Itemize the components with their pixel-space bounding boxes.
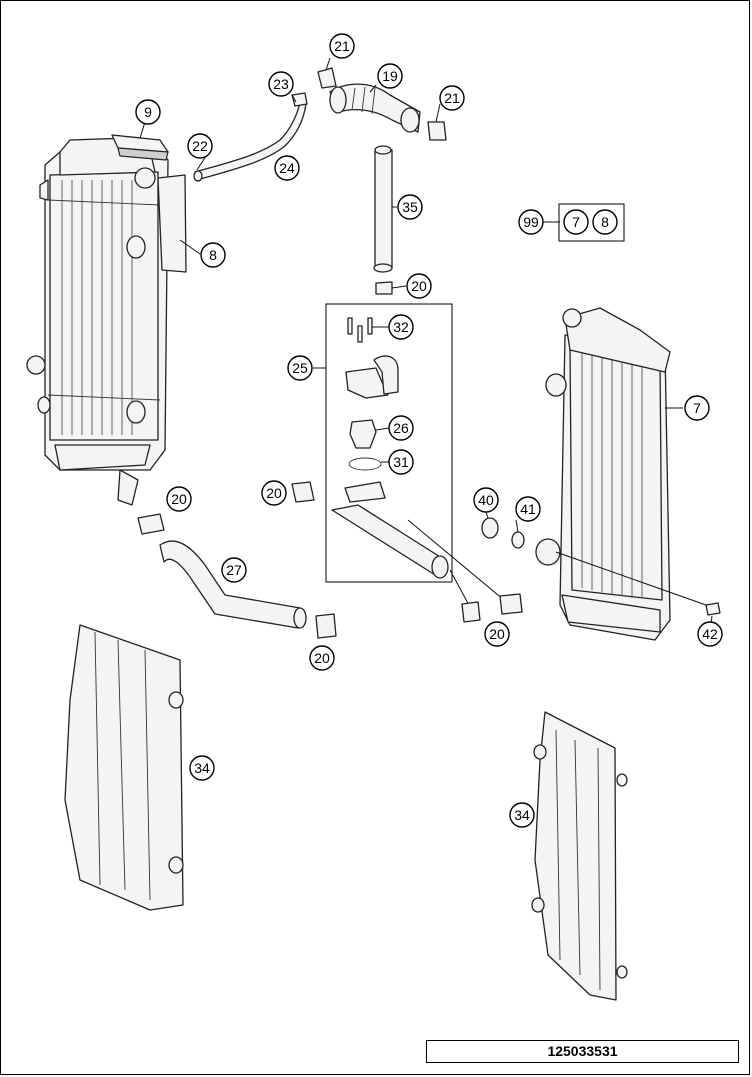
callout-22: 22 [187, 133, 213, 159]
thermostat [349, 419, 377, 449]
callout-21-right: 21 [439, 85, 465, 111]
radiator-cap [111, 134, 169, 161]
callout-25: 25 [287, 355, 313, 381]
svg-text:21: 21 [444, 90, 460, 106]
document-number: 125033531 [426, 1040, 739, 1063]
callout-27: 27 [221, 557, 247, 583]
hose-clamp-pipe [375, 281, 393, 295]
callout-20-box-right: 20 [484, 621, 510, 647]
callout-23: 23 [268, 71, 294, 97]
radiator-sticker [157, 174, 187, 273]
callout-20-bottom: 20 [309, 645, 335, 671]
svg-text:40: 40 [478, 492, 494, 508]
svg-text:19: 19 [382, 68, 398, 84]
connector-lines [407, 519, 511, 608]
callout-42: 42 [697, 621, 723, 647]
callout-20-pipe: 20 [406, 273, 432, 299]
thermostat-housing [345, 355, 399, 399]
callout-20-left: 20 [166, 486, 192, 512]
svg-text:20: 20 [489, 626, 505, 642]
radiator-shroud-left [64, 624, 184, 911]
callout-34-right: 34 [509, 802, 535, 828]
callout-8-left: 8 [200, 242, 226, 268]
kit-group-box [558, 203, 625, 242]
svg-text:99: 99 [523, 214, 539, 230]
svg-text:24: 24 [279, 160, 295, 176]
svg-text:20: 20 [171, 491, 187, 507]
screws [347, 317, 373, 343]
leader-lines [139, 57, 713, 633]
hose-clamp-bottom [315, 613, 337, 639]
svg-text:35: 35 [402, 199, 418, 215]
svg-text:25: 25 [292, 360, 308, 376]
hose-clamp-upper-left [317, 67, 337, 89]
svg-text:8: 8 [601, 214, 609, 230]
bushing [511, 531, 525, 549]
callout-7-kit: 7 [563, 209, 589, 235]
callout-40: 40 [473, 487, 499, 513]
callout-35: 35 [397, 194, 423, 220]
radiator-shroud-right [531, 711, 628, 1001]
svg-text:20: 20 [411, 278, 427, 294]
svg-text:34: 34 [514, 807, 530, 823]
overflow-hose [193, 92, 308, 182]
svg-text:27: 27 [226, 562, 242, 578]
svg-text:20: 20 [314, 650, 330, 666]
right-radiator [535, 307, 721, 641]
hose-clamp-upper-right [427, 121, 447, 141]
callout-32: 32 [388, 314, 414, 340]
svg-text:22: 22 [192, 138, 208, 154]
o-ring [348, 457, 382, 471]
svg-text:7: 7 [572, 214, 580, 230]
svg-text:8: 8 [209, 247, 217, 263]
hose-clamp-box-left [291, 481, 315, 503]
callout-99: 99 [518, 209, 544, 235]
callout-41: 41 [515, 496, 541, 522]
callout-20-box-left: 20 [261, 480, 287, 506]
svg-text:23: 23 [273, 76, 289, 92]
svg-text:9: 9 [144, 104, 152, 120]
callout-24: 24 [274, 155, 300, 181]
hose-clamp-box-right-a [461, 601, 481, 623]
svg-text:32: 32 [393, 319, 409, 335]
svg-text:7: 7 [693, 400, 701, 416]
coolant-pipe [373, 145, 393, 273]
callout-19: 19 [377, 63, 403, 89]
callout-34-left: 34 [189, 755, 215, 781]
svg-text:31: 31 [393, 454, 409, 470]
hose-clamp-left-lower [137, 513, 165, 535]
svg-text:21: 21 [334, 38, 350, 54]
callout-26: 26 [388, 415, 414, 441]
callout-21-left: 21 [329, 33, 355, 59]
upper-hose [329, 83, 421, 133]
callout-7-right: 7 [684, 395, 710, 421]
svg-text:42: 42 [702, 626, 718, 642]
callout-31: 31 [388, 449, 414, 475]
thermostat-group-box [325, 303, 453, 583]
svg-text:20: 20 [266, 485, 282, 501]
callout-8-kit: 8 [592, 209, 618, 235]
rubber-grommet [481, 517, 499, 539]
svg-text:34: 34 [194, 760, 210, 776]
water-pipe-housing [331, 481, 449, 579]
callout-9: 9 [135, 99, 161, 125]
lower-hose [159, 540, 307, 629]
left-radiator [26, 137, 169, 506]
svg-text:41: 41 [520, 501, 536, 517]
svg-text:26: 26 [393, 420, 409, 436]
hose-clamp-box-right-b [499, 593, 523, 615]
